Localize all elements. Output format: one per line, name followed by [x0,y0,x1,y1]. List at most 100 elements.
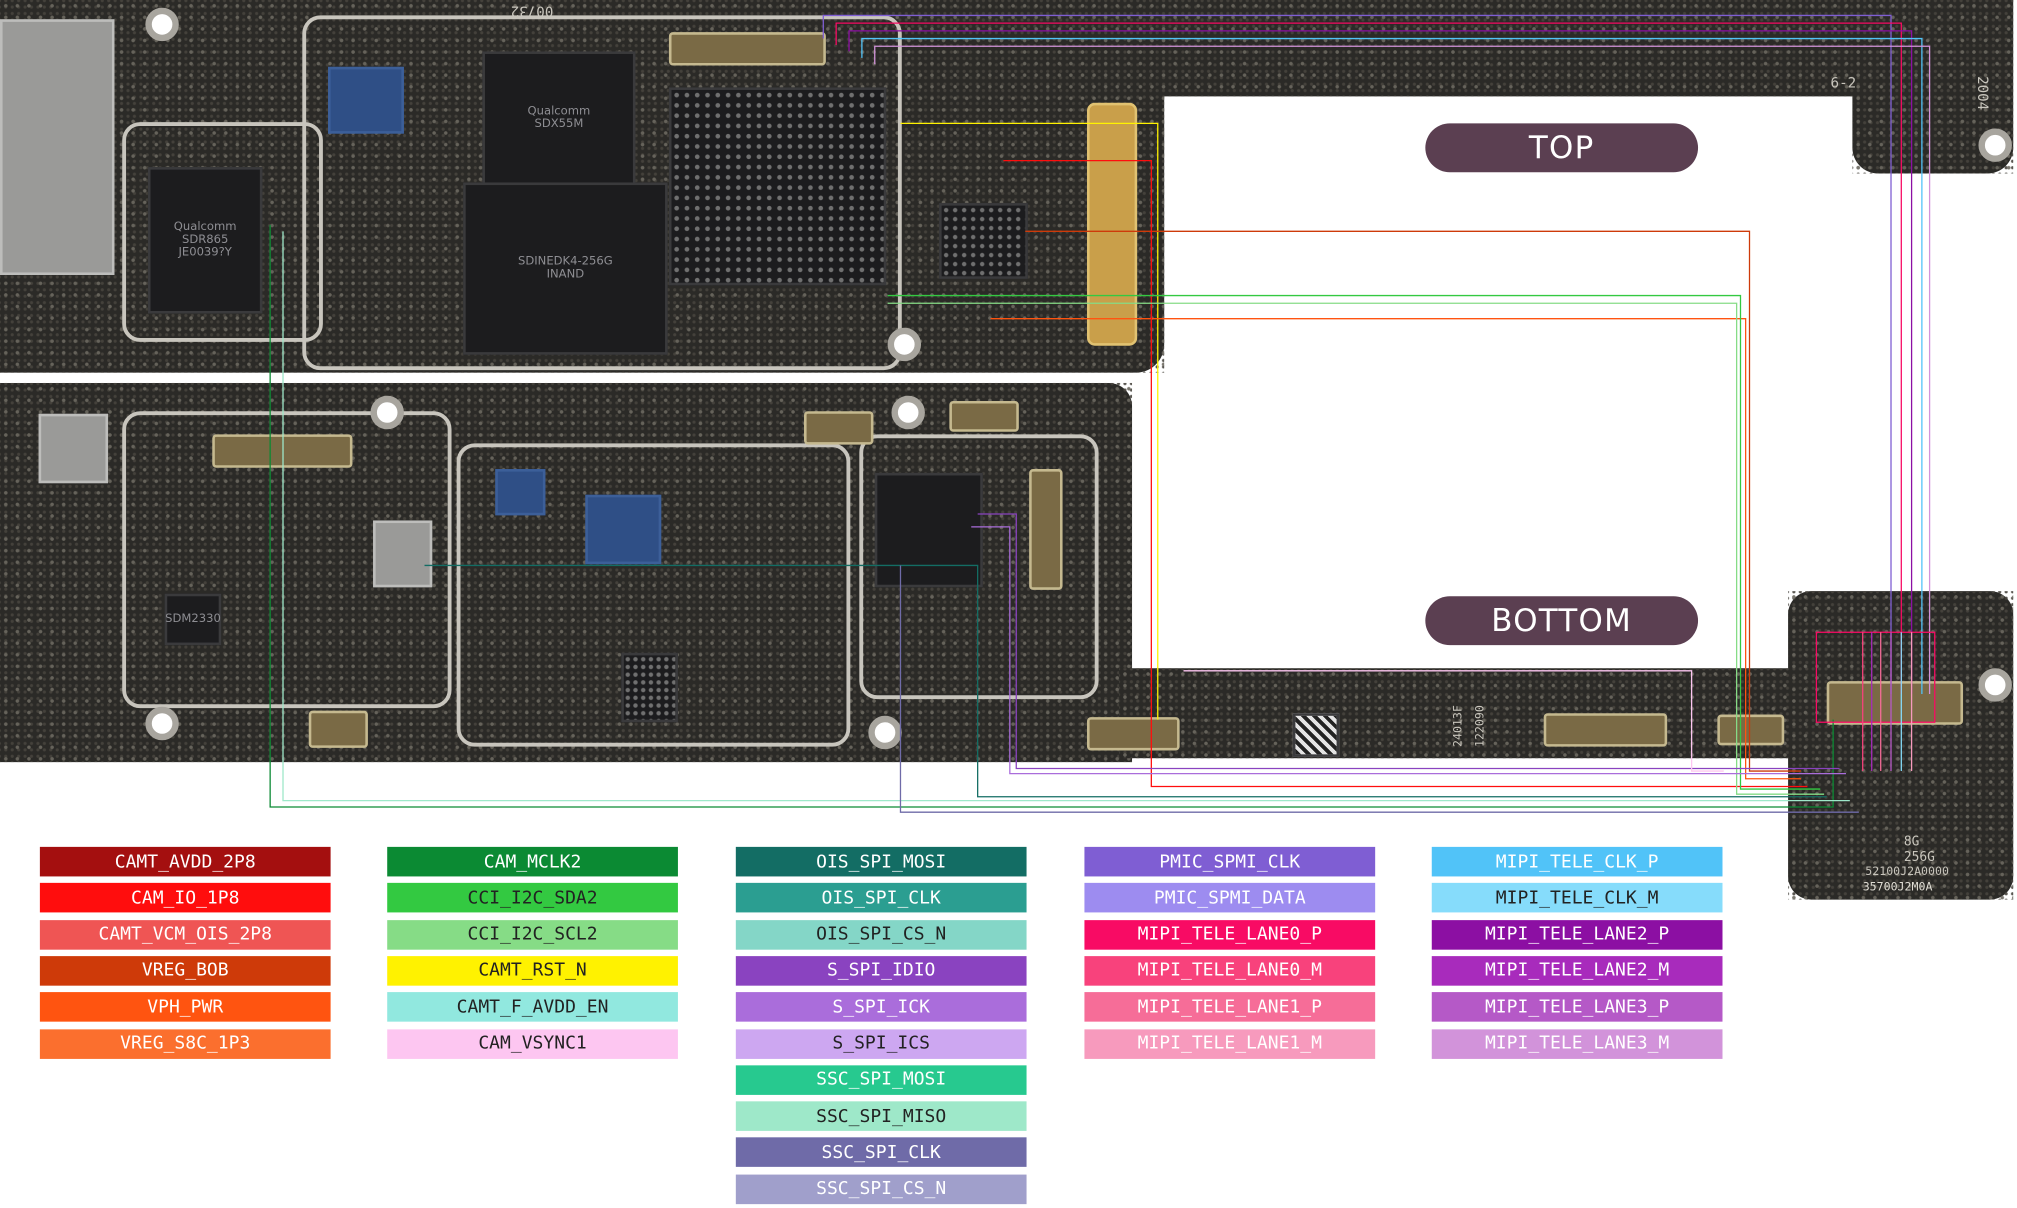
legend-item-s-spi-idio: S_SPI_IDIO [735,955,1027,986]
legend-item-cci-i2c-sda2: CCI_I2C_SDA2 [387,883,678,913]
connector-vertical [1029,469,1063,590]
wire-pmic-spmi [822,14,1892,694]
legend-item-mipi-tele-lane0-p: MIPI_TELE_LANE0_P [1084,919,1376,950]
gold-bracket [1087,102,1138,346]
screw-hole-5 [868,715,902,750]
screw-hole-2 [370,395,404,430]
legend-item-vreg-bob: VREG_BOB [39,955,331,986]
legend-item-mipi-tele-clk-m: MIPI_TELE_CLK_M [1431,883,1723,913]
chip-bottom-right [874,472,983,588]
chip-sdx55m-brand: Qualcomm [527,105,591,119]
legend-item-camt-vcm-ois-2p8: CAMT_VCM_OIS_2P8 [39,919,331,950]
legend-item-camt-rst-n: CAMT_RST_N [387,955,678,986]
chip-qr-code [1292,713,1340,757]
screw-hole-8 [145,7,179,42]
legend-item-pmic-spmi-clk: PMIC_SPMI_CLK [1084,846,1376,877]
wire-ois-spi-mosi [424,564,1827,798]
wire-cam-vsync1 [1183,670,1724,772]
wire-s-spi-ick [971,526,1846,775]
silk-mem-4: 35700J2M0A [1862,881,1933,895]
legend-item-camt-avdd-2p8: CAMT_AVDD_2P8 [39,846,331,877]
legend-item-ois-spi-cs-n: OIS_SPI_CS_N [735,919,1027,950]
chip-sdr865-brand: Qualcomm [173,221,237,234]
legend-item-vreg-s8c-1p3: VREG_S8C_1P3 [39,1028,331,1059]
legend-item-mipi-tele-clk-p: MIPI_TELE_CLK_P [1431,846,1723,877]
wire-s-spi-idio [977,513,1840,770]
wire-cam-io-1p8 [1003,159,1808,788]
connector-bottom-5 [1543,713,1668,747]
shield-frame-top-left [122,122,323,342]
chip-sdm2330-label: SDM2330 [165,612,221,626]
silk-mem-2: 256G [1903,850,1935,865]
screw-hole-7 [1978,668,2012,702]
chip-inand-label: INAND [546,268,585,282]
wire-camt-rst-n [900,122,1159,720]
legend-item-cam-io-1p8: CAM_IO_1P8 [39,883,331,913]
legend-item-ssc-spi-mosi: SSC_SPI_MOSI [735,1065,1027,1095]
wire-mipi-lane0-p [835,22,1902,694]
screw-hole-3 [891,395,925,430]
chip-qualcomm-pmic [328,66,404,134]
wire-cam-mclk2 [269,224,1834,808]
wire-ssc-spi-miso [282,231,1850,802]
wire-mipi-lane3-m [874,45,1931,694]
bottom-side-label: BOTTOM [1425,596,1699,646]
silk-board-mark: 6-2 [1830,74,1857,92]
chip-sdx55m: Qualcomm SDX55M [482,51,636,186]
shield-frame-top-center [302,15,902,371]
wire-ssc-spi-clk [899,565,1859,813]
pcb-bottom-right-tab [1788,591,2014,900]
chip-grey-module [373,520,433,588]
legend-item-mipi-tele-lane0-m: MIPI_TELE_LANE0_M [1084,955,1376,986]
screw-hole-1 [887,327,922,362]
legend-item-mipi-tele-lane2-m: MIPI_TELE_LANE2_M [1431,955,1723,986]
wire-mipi-clk-p [861,37,1923,694]
wire-ccl-i2c-sda2 [887,294,1821,790]
legend-item-ssc-spi-cs-n: SSC_SPI_CS_N [735,1174,1027,1204]
connector-bottom-2 [804,411,874,445]
legend-item-mipi-tele-lane2-p: MIPI_TELE_LANE2_P [1431,919,1723,950]
chip-inand-code: SDINEDK4-256G [517,255,613,269]
legend-item-cam-vsync1: CAM_VSYNC1 [387,1028,678,1059]
legend-item-mipi-tele-lane1-p: MIPI_TELE_LANE1_P [1084,992,1376,1022]
chip-sdr865-model: SDR865 [181,233,229,247]
top-side-label: TOP [1425,123,1699,173]
chip-top-right-bga [939,203,1028,279]
screw-hole-6 [1978,128,2012,162]
connector-tele-camera [1826,681,1964,725]
legend-item-mipi-tele-lane3-p: MIPI_TELE_LANE3_P [1431,992,1723,1022]
chip-blue-module-2 [585,494,662,565]
legend-item-pmic-spmi-data: PMIC_SPMI_DATA [1084,883,1376,913]
legend-item-s-spi-ick: S_SPI_ICK [735,992,1027,1022]
legend-item-vph-pwr: VPH_PWR [39,992,331,1022]
wire-ccl-i2c-scl2 [887,302,1825,795]
legend-item-mipi-tele-lane3-m: MIPI_TELE_LANE3_M [1431,1028,1723,1059]
chip-inand: SDINEDK4-256G INAND [463,182,668,355]
chip-sdr865-code: JE0039?Y [178,246,232,260]
chip-qpa-module [38,413,109,484]
connector-top-1 [668,32,826,66]
connector-bottom-3 [949,400,1019,432]
chip-sdx55m-model: SDX55M [534,118,584,132]
chip-sdr865: Qualcomm SDR865 JE0039?Y [147,167,263,314]
screw-hole-4 [145,706,179,741]
silk-mem-3: 52100J2A0000 [1865,866,1949,880]
connector-bottom-4 [1087,717,1180,751]
legend-item-camt-f-avdd-en: CAMT_F_AVDD_EN [387,992,678,1022]
connector-bottom-6 [1717,714,1785,746]
legend-item-cam-mclk2: CAM_MCLK2 [387,846,678,877]
connector-battery [308,710,368,748]
legend-item-ois-spi-mosi: OIS_SPI_MOSI [735,846,1027,877]
wire-mipi-lane2-p [848,30,1913,694]
legend-item-cci-i2c-scl2: CCI_I2C_SCL2 [387,919,678,950]
shield-frame-bottom-center [456,443,851,747]
wire-vph-pwr [990,318,1801,780]
shield-frame-bottom-right [859,434,1099,700]
legend-item-s-spi-ics: S_SPI_ICS [735,1028,1027,1059]
legend-item-ssc-spi-miso: SSC_SPI_MISO [735,1101,1027,1132]
legend-item-ois-spi-clk: OIS_SPI_CLK [735,883,1027,913]
sim-tray-slot [0,19,115,276]
wire-vreg-bob [1025,230,1801,772]
